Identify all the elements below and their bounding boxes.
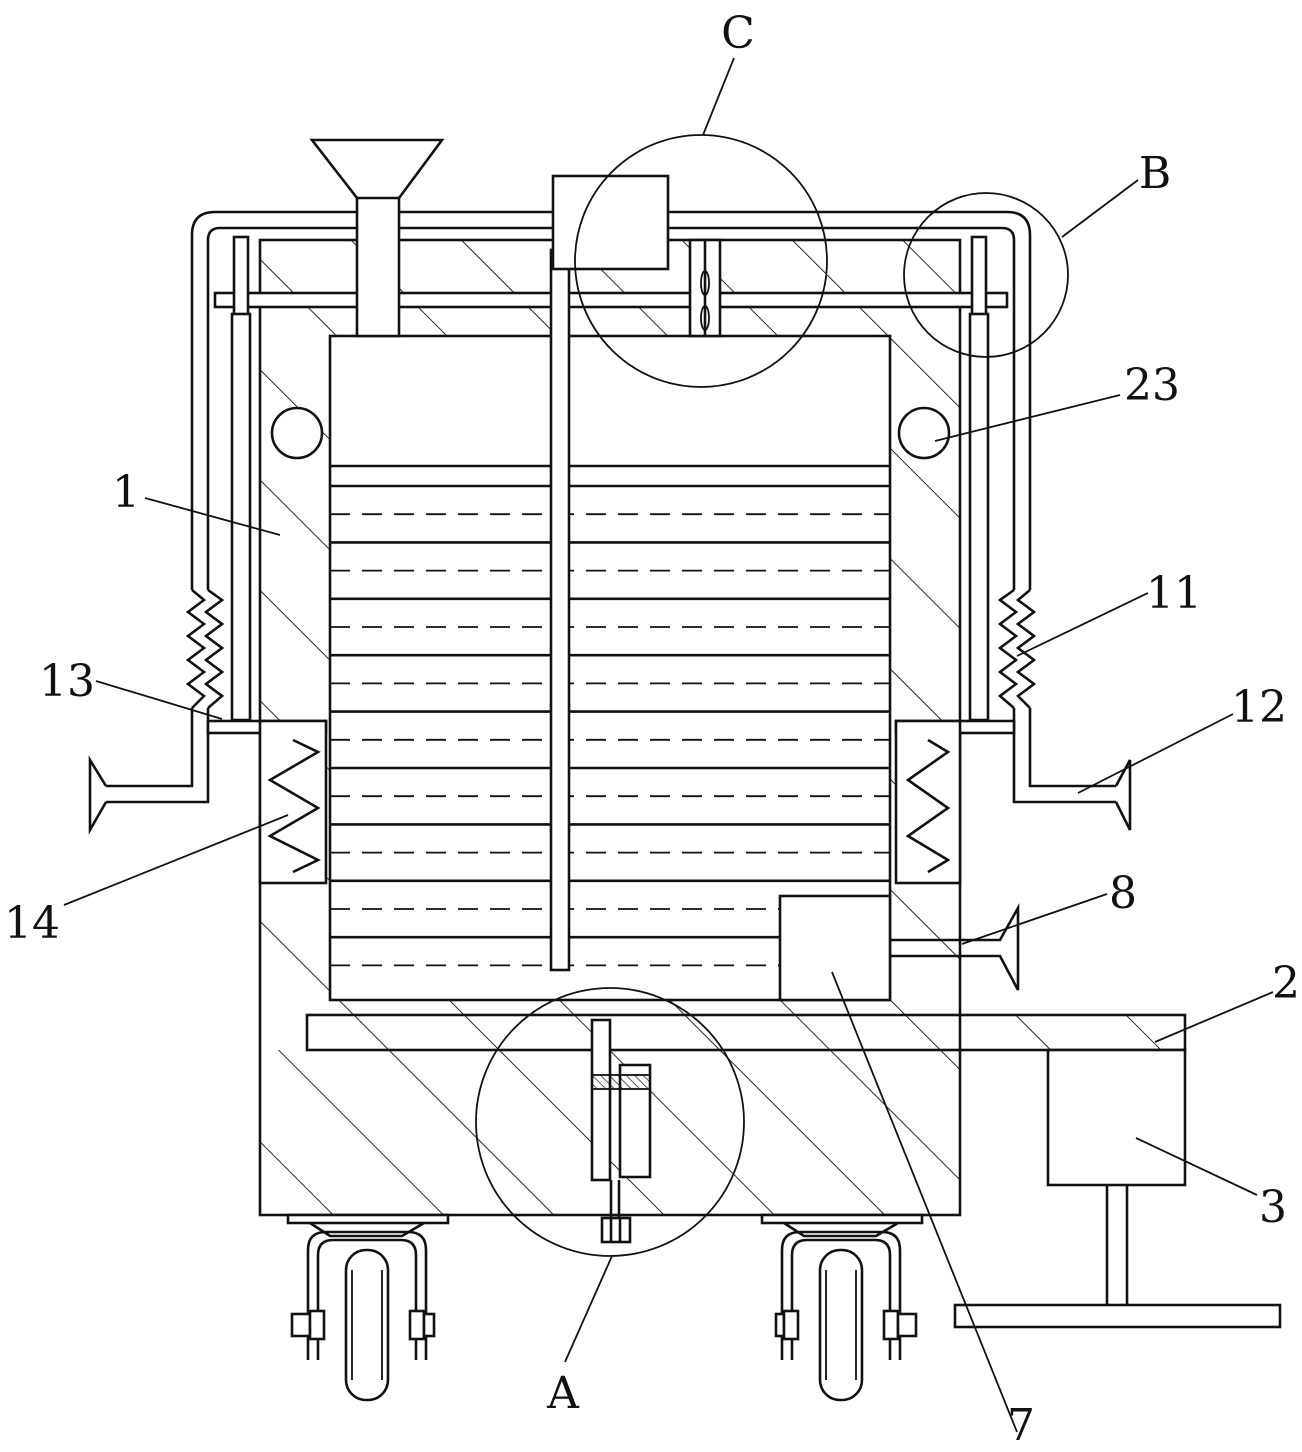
spring-box-left [260, 721, 326, 883]
label-14: 14 [4, 898, 60, 949]
nozzle-left [90, 708, 208, 830]
label-2: 2 [1272, 958, 1300, 1009]
label-b: B [1139, 148, 1171, 199]
label-8: 8 [1109, 868, 1137, 919]
label-23: 23 [1124, 360, 1180, 411]
label-13: 13 [39, 656, 95, 707]
bellows-right [1000, 590, 1034, 708]
motor-stand [955, 1050, 1280, 1327]
label-c: C [721, 8, 755, 59]
label-11: 11 [1146, 568, 1202, 619]
label-a: A [546, 1368, 580, 1419]
label-3: 3 [1259, 1182, 1287, 1233]
spring-box-right [896, 721, 960, 883]
wheel-left [288, 1215, 448, 1400]
label-1: 1 [112, 467, 140, 518]
label-12: 12 [1231, 682, 1287, 733]
wheel-right [762, 1215, 922, 1400]
nozzle-right [1014, 708, 1130, 830]
label-7: 7 [1007, 1400, 1035, 1451]
bellows-left [188, 590, 222, 708]
pump-box [780, 896, 890, 1000]
